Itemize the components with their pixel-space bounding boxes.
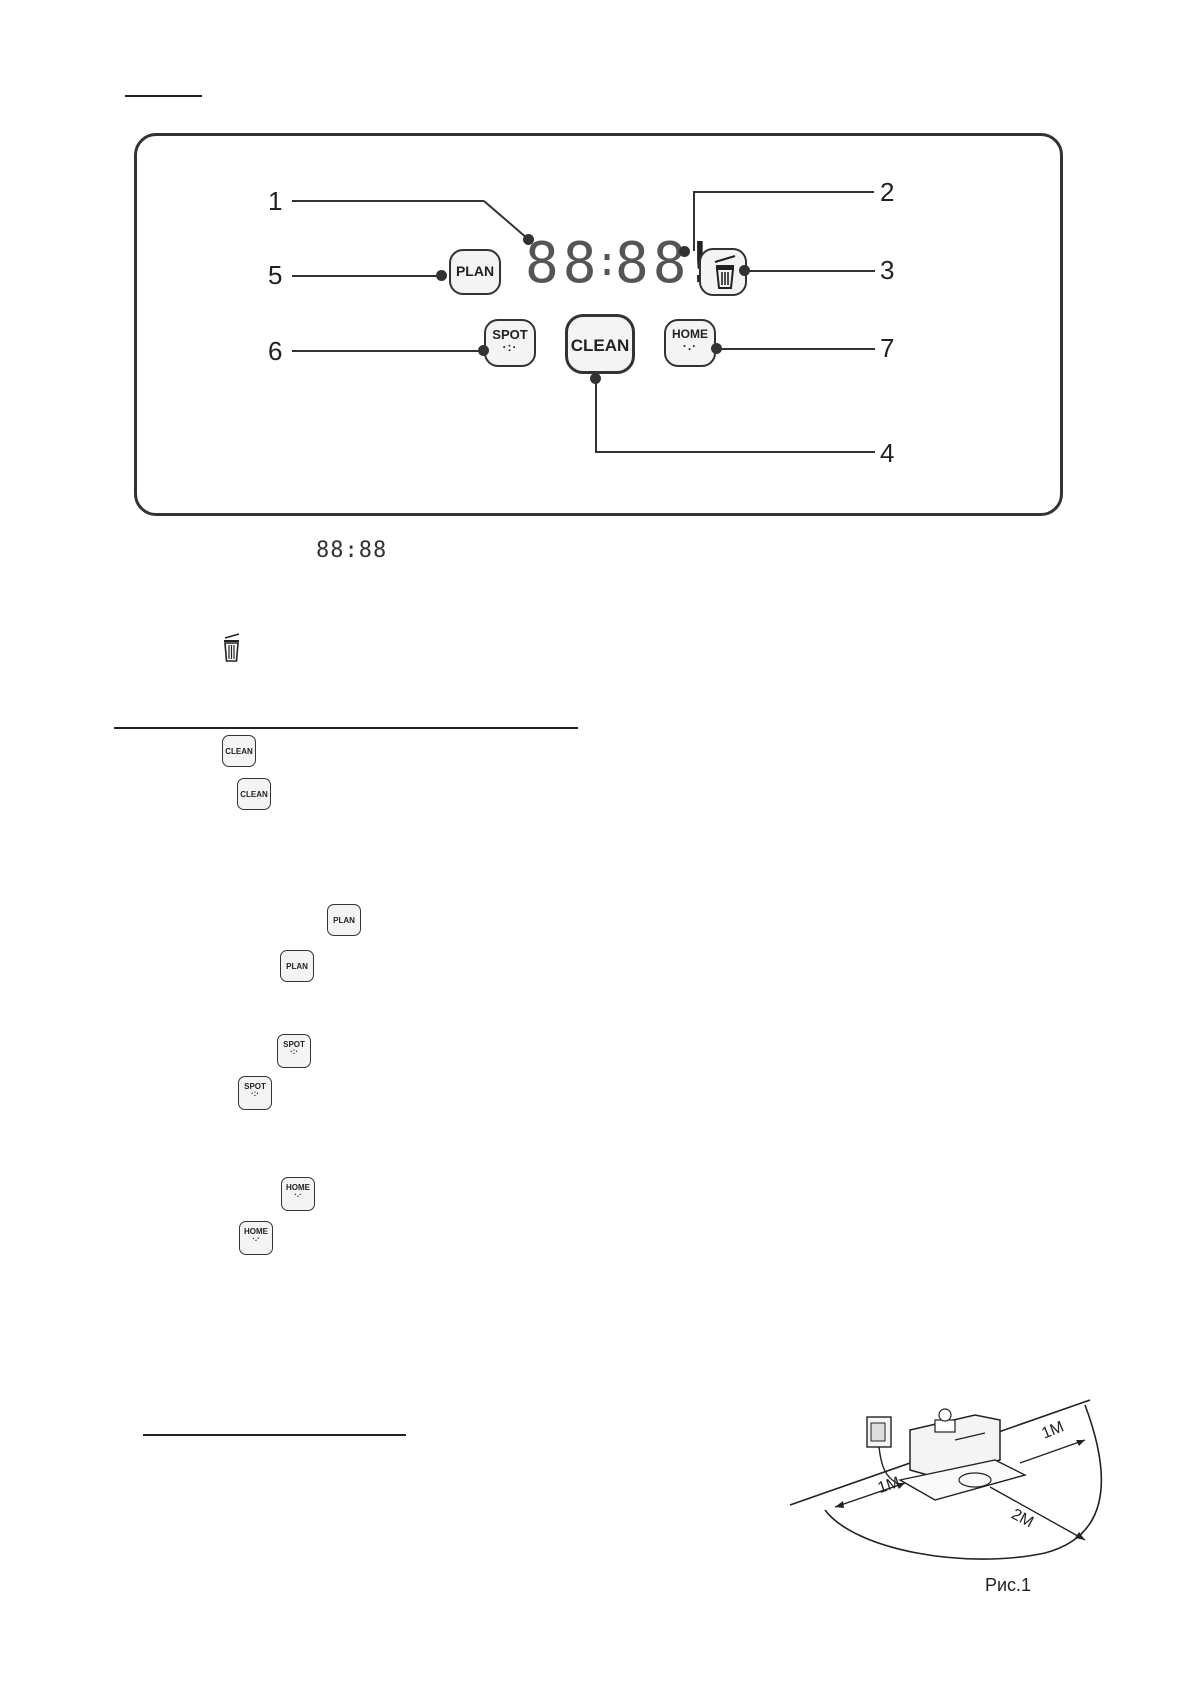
inline-home-icon-1: HOME·.· [281, 1177, 315, 1211]
leader-5 [292, 275, 442, 277]
callout-2: 2 [880, 177, 895, 207]
display-digits-right: 88 [615, 231, 691, 296]
section-underline-1 [114, 727, 578, 729]
leader-2-dot [679, 246, 690, 257]
spot-button[interactable]: SPOT ·:· [484, 319, 536, 367]
plan-button-label: PLAN [455, 263, 495, 279]
home-button-label: HOME [672, 327, 708, 341]
callout-7: 7 [880, 333, 895, 363]
home-dots-icon: ·.· [682, 339, 698, 353]
inline-plan-icon-1: PLAN [327, 904, 361, 936]
leader-4-vertical [595, 379, 597, 452]
spot-dots-icon: ·:· [290, 1047, 298, 1056]
display-digits-left: 88 [525, 231, 601, 296]
clean-button-label: CLEAN [570, 336, 630, 355]
leader-1 [292, 200, 484, 202]
trash-bin-icon [714, 255, 736, 289]
callout-4: 4 [880, 438, 895, 468]
dock-placement-figure [789, 1399, 1103, 1560]
home-dots-icon: ·.· [252, 1234, 260, 1243]
leader-6 [292, 350, 482, 352]
spot-dots-icon: ·:· [502, 340, 518, 354]
header-underline [125, 95, 202, 97]
leader-4-dot [590, 373, 601, 384]
callout-5: 5 [268, 260, 283, 290]
leader-2 [694, 191, 874, 193]
spot-dots-icon: ·:· [251, 1089, 259, 1098]
inline-trash-icon [224, 633, 240, 662]
inline-display-digits: 88:88 [316, 538, 388, 563]
leader-3-dot [739, 265, 750, 276]
spot-button-label: SPOT [492, 327, 528, 342]
callout-1: 1 [268, 186, 283, 216]
section-underline-2 [143, 1434, 406, 1436]
inline-clean-icon-1: CLEAN [222, 735, 256, 767]
inline-home-icon-2: HOME·.· [239, 1221, 273, 1255]
leader-6-dot [478, 345, 489, 356]
figure-caption: Рис.1 [985, 1575, 1032, 1595]
leader-4 [595, 451, 875, 453]
home-dots-icon: ·.· [294, 1190, 302, 1199]
inline-spot-icon-2: SPOT·:· [238, 1076, 272, 1110]
leader-7-dot [711, 343, 722, 354]
leader-1-dot [523, 234, 534, 245]
inline-clean-icon-2: CLEAN [237, 778, 271, 810]
display-separator: : [595, 239, 624, 285]
inline-spot-icon-1: SPOT·:· [277, 1034, 311, 1068]
callout-3: 3 [880, 255, 895, 285]
clean-button[interactable]: CLEAN [565, 314, 635, 374]
inline-plan-icon-2: PLAN [280, 950, 314, 982]
leader-3 [745, 270, 875, 272]
leader-7 [717, 348, 875, 350]
leader-2-vertical [693, 191, 695, 251]
plan-button[interactable]: PLAN [449, 249, 501, 295]
leader-1-diagonal [484, 200, 529, 240]
home-button[interactable]: HOME ·.· [664, 319, 716, 367]
callout-6: 6 [268, 336, 283, 366]
leader-5-dot [436, 270, 447, 281]
